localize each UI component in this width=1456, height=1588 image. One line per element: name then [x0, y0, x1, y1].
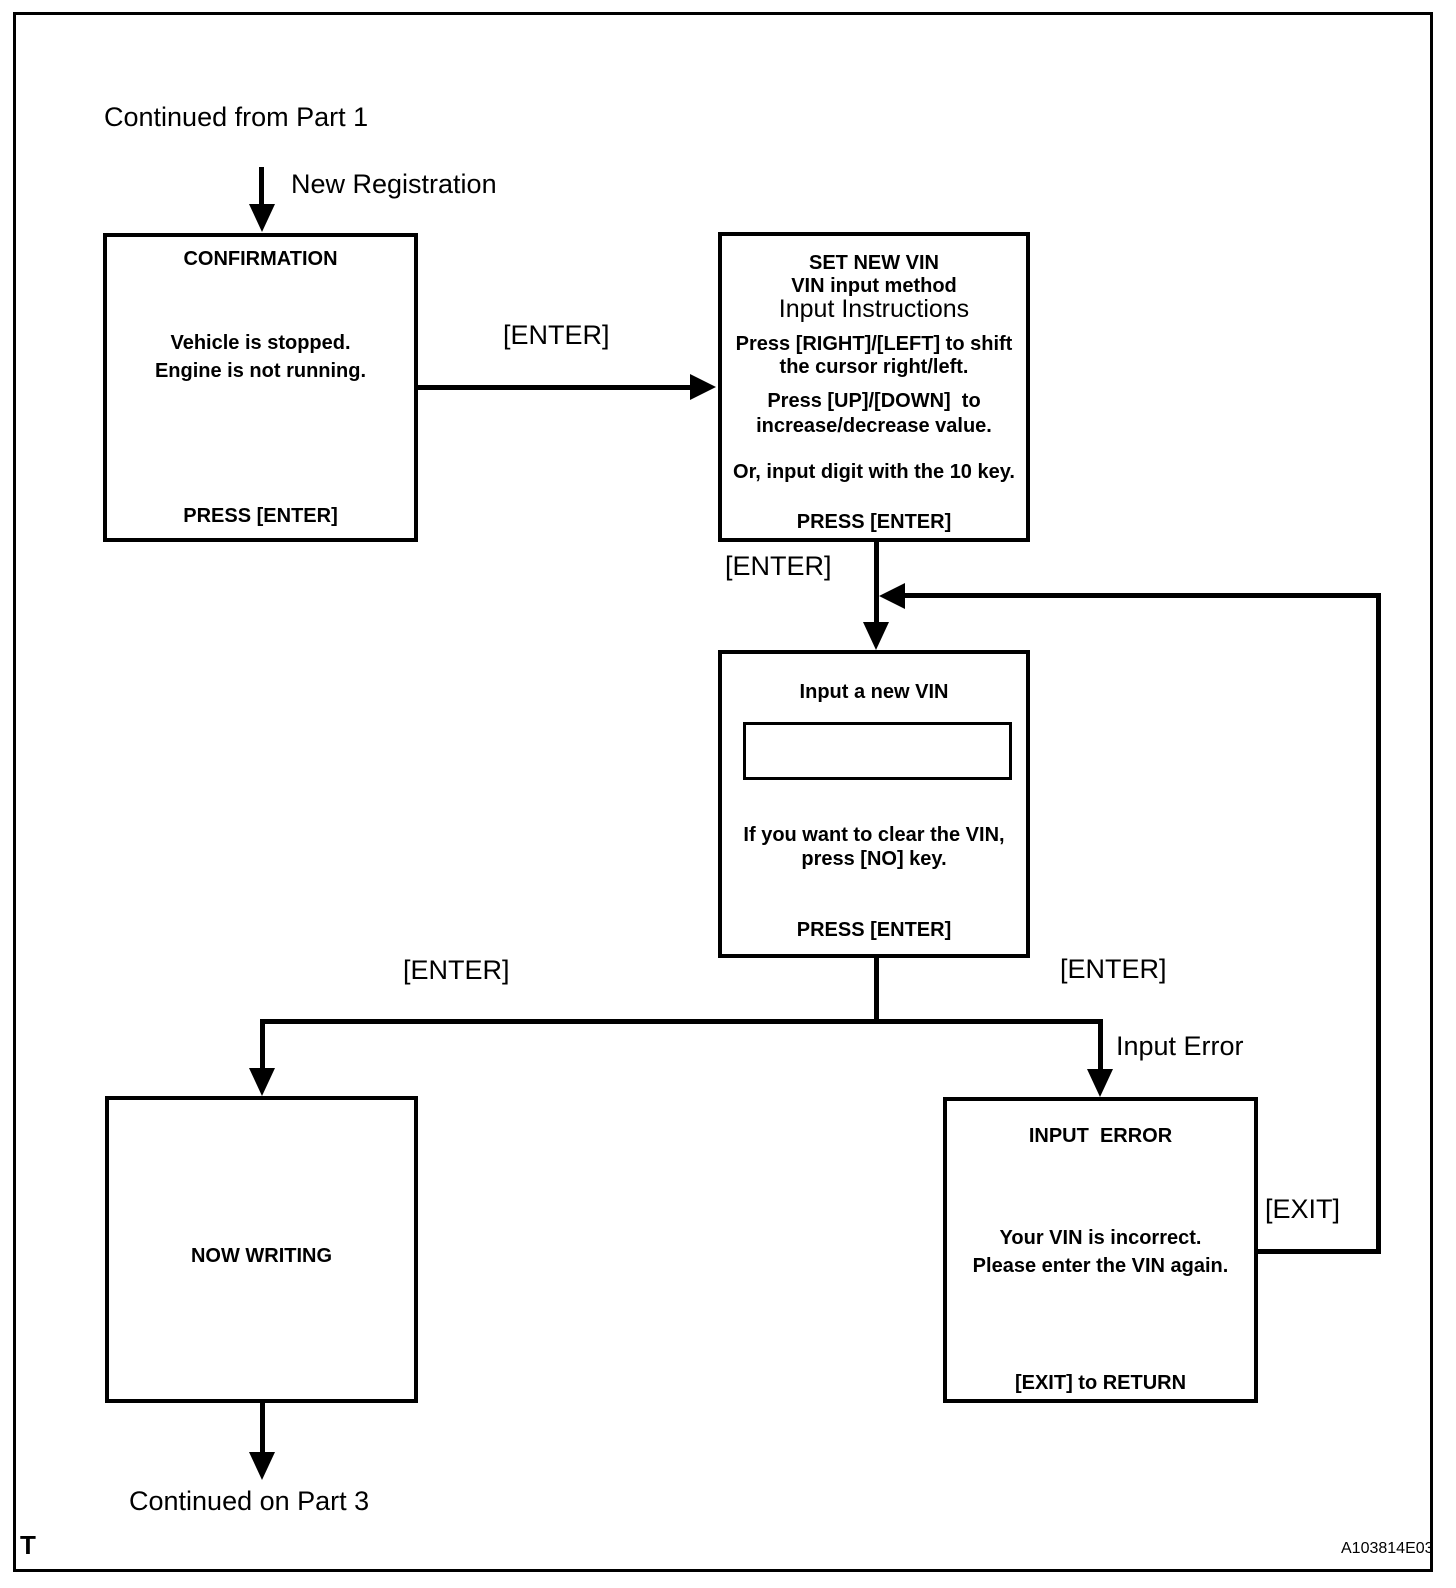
node-line: Press [UP]/[DOWN] to	[767, 390, 981, 412]
node-title: SET NEW VIN	[808, 252, 939, 274]
node-title: CONFIRMATION	[183, 248, 338, 270]
vin-input-field	[743, 722, 1012, 780]
node-line: Please enter the VIN again.	[972, 1255, 1229, 1277]
branch-connector-left	[260, 1021, 265, 1070]
exit-arrow-shaft	[260, 1403, 265, 1453]
branch-left-arrowhead-icon	[249, 1068, 275, 1096]
node-title: NOW WRITING	[190, 1245, 333, 1267]
node-footer: PRESS [ENTER]	[796, 919, 952, 941]
label-continued-from-part-1: Continued from Part 1	[104, 102, 369, 132]
node-line: Or, input digit with the 10 key.	[733, 461, 1015, 483]
page-marker: T	[20, 1530, 36, 1560]
node-input-error: INPUT ERROR Your VIN is incorrect. Pleas…	[943, 1097, 1258, 1403]
label-enter-confirm-to-setvin: [ENTER]	[503, 320, 610, 350]
node-title: Input a new VIN	[799, 681, 949, 703]
node-footer: [EXIT] to RETURN	[1014, 1372, 1187, 1394]
page-border	[13, 12, 1433, 1572]
new-registration-arrow-shaft	[259, 167, 264, 205]
connector-confirmation-to-setvin	[418, 385, 692, 390]
node-line: Your VIN is incorrect.	[999, 1227, 1202, 1249]
new-registration-arrowhead-icon	[249, 204, 275, 232]
feedback-arrowhead-icon	[879, 583, 905, 609]
node-title: INPUT ERROR	[1028, 1125, 1173, 1147]
label-enter-to-error: [ENTER]	[1060, 954, 1167, 984]
branch-connector-horizontal	[260, 1019, 1103, 1024]
node-footer: PRESS [ENTER]	[796, 511, 952, 533]
node-line: Engine is not running.	[154, 360, 367, 382]
node-line: press [NO] key.	[801, 848, 947, 870]
node-line: increase/decrease value.	[756, 415, 992, 437]
node-now-writing: NOW WRITING	[105, 1096, 418, 1403]
label-exit-return: [EXIT]	[1265, 1194, 1341, 1224]
node-line: the cursor right/left.	[779, 356, 969, 378]
label-enter-to-writing: [ENTER]	[403, 955, 510, 985]
node-line: Vehicle is stopped.	[170, 332, 351, 354]
node-confirmation: CONFIRMATION Vehicle is stopped. Engine …	[103, 233, 418, 542]
node-line: If you want to clear the VIN,	[743, 824, 1005, 846]
branch-connector-stem	[874, 956, 879, 1022]
branch-right-arrowhead-icon	[1087, 1069, 1113, 1097]
node-set-new-vin: SET NEW VIN VIN input method Input Instr…	[718, 232, 1030, 542]
node-input-new-vin: Input a new VIN If you want to clear the…	[718, 650, 1030, 958]
connector-arrowhead-icon	[690, 374, 716, 400]
node-line: Press [RIGHT]/[LEFT] to shift	[735, 333, 1013, 355]
label-enter-setvin-to-input: [ENTER]	[725, 551, 832, 581]
figure-id: A103814E03	[1341, 1540, 1434, 1557]
feedback-connector-right	[1376, 593, 1381, 1254]
feedback-connector-top	[905, 593, 1378, 598]
node-heading: Input Instructions	[778, 295, 970, 323]
branch-connector-right	[1098, 1021, 1103, 1071]
connector-setvin-to-inputvin	[874, 542, 879, 626]
label-input-error: Input Error	[1116, 1031, 1244, 1061]
connector-arrowhead-icon	[863, 622, 889, 650]
node-footer: PRESS [ENTER]	[183, 505, 338, 527]
exit-arrowhead-icon	[249, 1452, 275, 1480]
label-new-registration: New Registration	[291, 169, 497, 199]
node-subtitle: VIN input method	[791, 275, 957, 297]
label-continued-on-part-3: Continued on Part 3	[129, 1486, 370, 1516]
feedback-connector-bottom	[1258, 1249, 1380, 1254]
